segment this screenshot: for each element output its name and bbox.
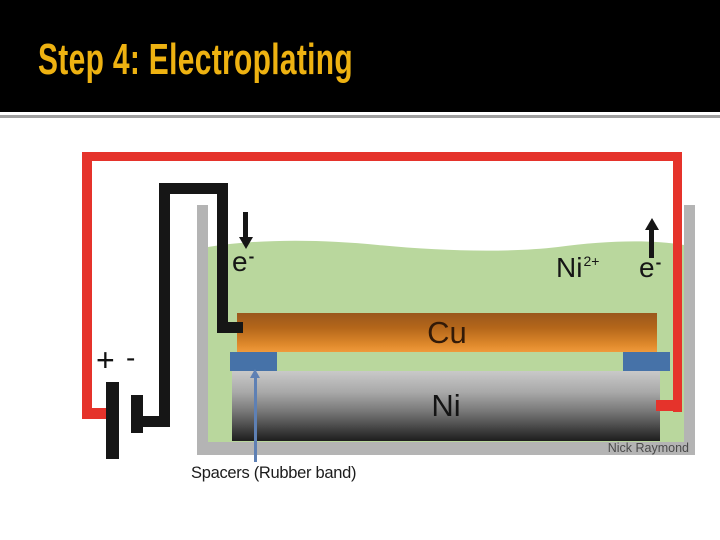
positive-wire-battery-connector [82,408,110,419]
spacer-pointer-line [254,377,257,462]
slide-title: Step 4: Electroplating [38,35,354,84]
nickel-electrode-label: Ni [431,388,461,423]
battery-negative-label: - [126,342,136,373]
electron-arrow-up-head [645,218,659,230]
positive-wire-left [82,152,92,419]
header-divider [0,115,720,118]
nickel-ion-label: Ni2+ [556,252,599,284]
positive-wire-right [673,152,682,412]
battery-positive-label: + [96,342,115,378]
negative-wire-drop [217,183,228,333]
tank-bottom [197,442,695,455]
positive-wire-nickel-connector [656,400,682,411]
nickel-ion-superscript: 2+ [583,253,600,269]
spacer-pointer-arrowhead [250,369,260,378]
battery-negative-plate [131,395,143,433]
electron-left-base: e [232,246,248,277]
nickel-electrode [232,371,660,441]
negative-wire-copper-connector [217,322,243,333]
negative-wire-top [159,183,228,194]
electron-label-left: e- [232,246,254,278]
copper-electrode-label: Cu [427,314,467,350]
electron-arrow-up-icon [649,229,654,258]
electron-label-right: e- [639,252,661,284]
battery-positive-plate [106,382,119,459]
electron-arrow-down-icon [243,212,248,238]
negative-wire-battery-connector [143,416,170,427]
electron-left-superscript: - [248,247,255,266]
nickel-ion-base: Ni [556,252,583,283]
negative-wire-riser [159,183,170,427]
spacer-left [230,352,277,371]
electron-right-base: e [639,252,655,283]
spacers-caption: Spacers (Rubber band) [191,464,357,482]
copper-electrode [237,313,657,352]
image-credit: Nick Raymond [607,441,689,455]
tank-right-wall [684,205,695,455]
spacer-right [623,352,670,371]
electron-arrow-down-head [239,237,253,249]
electron-right-superscript: - [655,253,662,272]
tank-left-wall [197,205,208,455]
positive-wire-top [82,152,682,161]
slide-header: Step 4: Electroplating [0,0,720,112]
